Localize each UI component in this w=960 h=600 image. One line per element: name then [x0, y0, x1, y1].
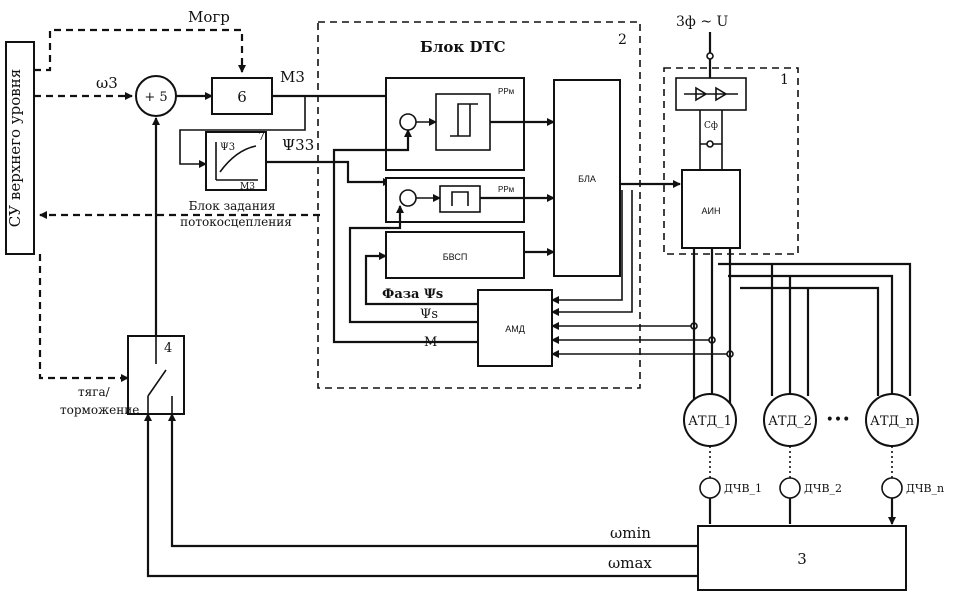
psi-s-line	[348, 205, 478, 324]
omega-min-line	[168, 413, 698, 548]
switch-symbol-icon	[147, 336, 173, 414]
amd-in-1	[551, 190, 623, 304]
supply-junction	[706, 52, 714, 60]
omega-max-line	[144, 413, 698, 578]
switch-number: 4	[164, 341, 172, 356]
dc-link-lines	[699, 110, 723, 170]
flux-graph-y-label: Ψ3	[220, 142, 235, 153]
bus-n-a	[718, 262, 912, 396]
m-limit-label: Mогр	[188, 8, 230, 26]
sensor-1	[699, 477, 721, 499]
m-est-label: M	[424, 335, 437, 350]
dtc-title: Блок DTC	[420, 38, 506, 56]
flux-block-caption-1: Блок задания	[189, 199, 276, 213]
flux-hysteresis-box	[439, 185, 481, 213]
flux-graph-curve	[219, 145, 257, 173]
sensor-1-label: ДЧВ_1	[724, 482, 762, 495]
limiter-label: 6	[237, 88, 247, 106]
summer-label: + 5	[144, 90, 167, 105]
motors-ellipsis: •••	[826, 412, 851, 428]
ain-label: АИН	[702, 206, 721, 216]
m-est-line	[332, 129, 478, 344]
amd-in-2	[551, 190, 633, 316]
switch-caption-1: тяга/	[78, 385, 111, 399]
sensor-shafts	[709, 446, 893, 478]
flux-block-caption-2: потокосцепления	[180, 215, 292, 229]
inverter-number: 1	[780, 72, 789, 88]
amd-label: АМД	[505, 324, 525, 334]
sensor-outputs	[708, 498, 892, 524]
capacitor-label: Cф	[704, 121, 718, 131]
torque-regulator-label: РРм	[498, 87, 514, 96]
omega-min-label: ωmin	[610, 524, 651, 542]
torque-hysteresis-symbol	[450, 103, 478, 137]
flux-graph-axes	[215, 142, 258, 181]
sensor-2	[779, 477, 801, 499]
omega-ref-label: ω3	[96, 74, 118, 92]
bla-block	[553, 79, 621, 277]
flux-set-block	[205, 131, 267, 191]
bvsp-label: БВСП	[443, 252, 468, 262]
m-ref-line	[272, 94, 394, 119]
flux-comparator	[399, 189, 417, 207]
rectifier-diodes-icon	[684, 86, 738, 102]
omega-max-label: ωmax	[608, 554, 652, 572]
upper-level-control-label: СУ верхнего уровня	[6, 69, 24, 227]
bus-n-b	[728, 274, 894, 396]
capacitor-junction	[706, 140, 714, 148]
sensor-2-label: ДЧВ_2	[804, 482, 842, 495]
flux-regulator-label: РРм	[498, 185, 514, 194]
speed-logic-block	[697, 525, 907, 591]
bus-2-lines	[770, 264, 810, 396]
m-limit-line	[34, 28, 246, 73]
flux-block-number: 7	[258, 130, 265, 143]
speed-logic-number: 3	[797, 550, 807, 568]
switch-caption-2: торможение	[60, 403, 139, 417]
motor-n-label: АТД_n	[870, 414, 915, 429]
ain-block	[681, 169, 741, 249]
flux-graph-x-label: M3	[240, 182, 255, 192]
sensor-n-label: ДЧВ_n	[906, 482, 944, 495]
upper-level-control-block	[5, 41, 35, 255]
phase-psi-line	[364, 252, 478, 306]
motor-1-label: АТД_1	[688, 414, 732, 429]
m-ref-to-flux-line	[179, 96, 306, 168]
mode-select-line	[38, 254, 129, 382]
bus-n-c	[740, 286, 880, 396]
sensor-n	[881, 477, 903, 499]
motor-2-label: АТД_2	[768, 414, 812, 429]
bvsp-block	[385, 231, 525, 279]
supply-label: 3ф ~ U	[676, 14, 728, 30]
dtc-number: 2	[618, 32, 627, 48]
dtc-frame	[317, 21, 641, 389]
torque-hysteresis-box	[435, 93, 491, 151]
flux-hysteresis-symbol	[451, 191, 469, 206]
phase-psi-label: Фаза Ψs	[382, 287, 443, 302]
m-ref-label: M3	[280, 68, 305, 86]
psi-s-label: Ψs	[420, 307, 438, 322]
torque-comparator	[399, 113, 417, 131]
psi-ref-line	[266, 160, 391, 186]
psi-ref-label: Ψ33	[282, 136, 314, 154]
bla-label: БЛА	[578, 174, 596, 184]
